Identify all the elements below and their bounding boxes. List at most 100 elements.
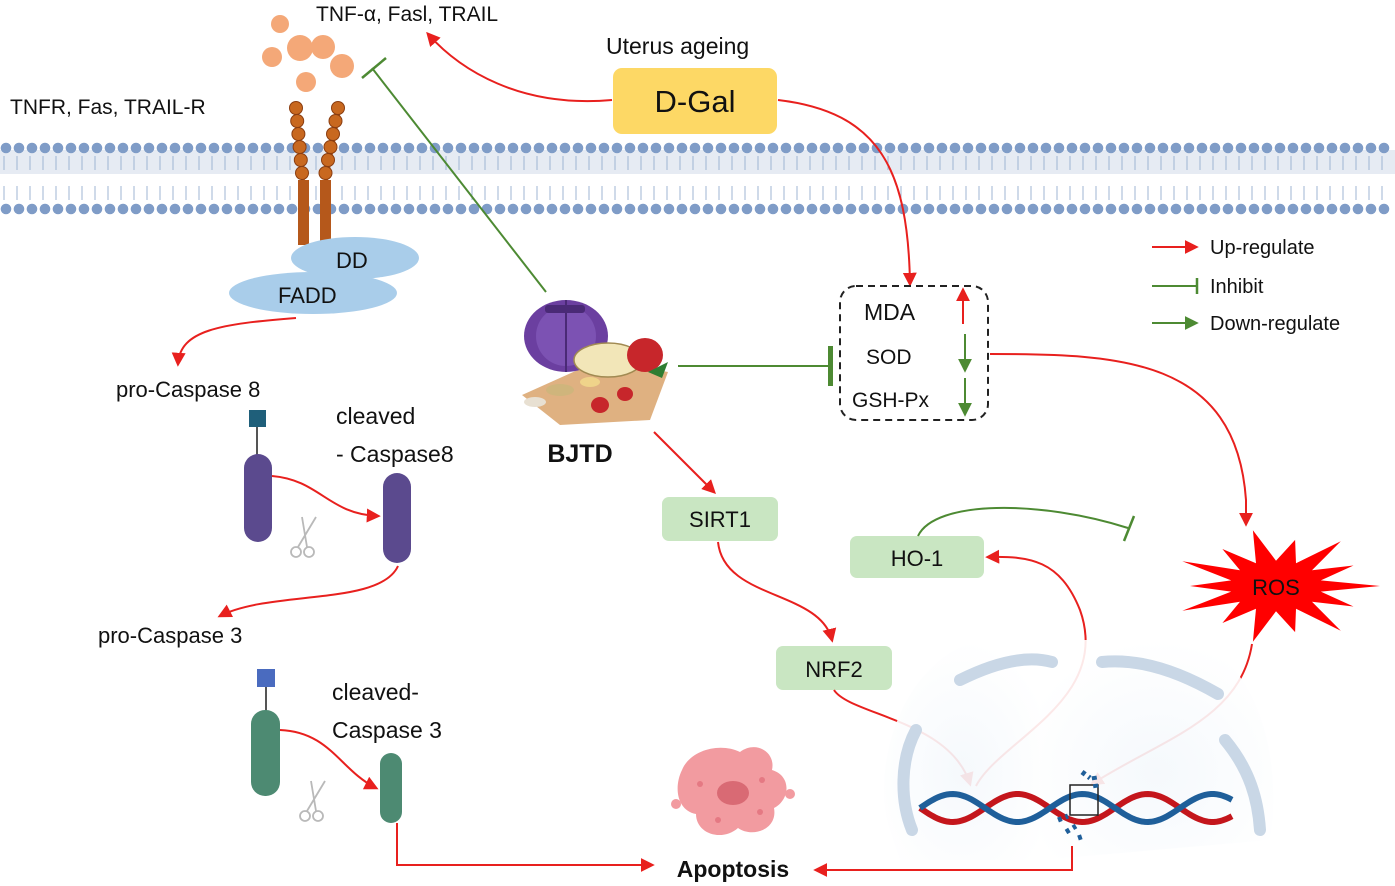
membrane-lipid-head — [728, 142, 740, 154]
membrane-lipid-head — [1378, 203, 1390, 215]
arrow-dgal-to-ligands — [426, 31, 613, 103]
nucleus-envelope-icon — [884, 640, 1274, 860]
membrane-lipid-head — [533, 203, 545, 215]
inhibit-bjtd-to-ligands — [371, 67, 547, 293]
membrane-lipid-head — [520, 203, 532, 215]
membrane-lipid-head — [1170, 203, 1182, 215]
dgal-box — [613, 68, 777, 134]
membrane-lipid-head — [403, 142, 415, 154]
herbal-medicine-icon — [522, 300, 668, 425]
nrf2-box — [776, 646, 892, 690]
pro-caspase3-icon — [251, 669, 280, 796]
membrane-lipid-head — [442, 142, 454, 154]
arrow-bjtd-to-sirt1 — [653, 431, 716, 494]
membrane-lipid-head — [533, 142, 545, 154]
membrane-lipid-head — [624, 142, 636, 154]
sod-label: SOD — [866, 346, 912, 369]
membrane-lipid-head — [702, 203, 714, 215]
dna-helix-icon — [918, 770, 1234, 841]
membrane-lipid-head — [1105, 203, 1117, 215]
membrane-lipid-head — [845, 203, 857, 215]
uterus-ageing-label: Uterus ageing — [606, 33, 749, 59]
ho1-box — [850, 536, 984, 578]
membrane-lipid-head — [117, 203, 129, 215]
membrane-lipid-head — [130, 203, 142, 215]
membrane-lipid-head — [221, 203, 233, 215]
membrane-lipid-head — [741, 203, 753, 215]
membrane-lipid-head — [208, 203, 220, 215]
mda-label: MDA — [864, 299, 916, 325]
membrane-lipid-head — [234, 142, 246, 154]
membrane-lipid-head — [962, 142, 974, 154]
cleaved-caspase3-label-1: cleaved- — [332, 679, 419, 705]
membrane-lipid-head — [663, 142, 675, 154]
receptors-label: TNFR, Fas, TRAIL-R — [10, 96, 206, 119]
membrane-lipid-head — [1105, 142, 1117, 154]
membrane-lipid-head — [1131, 203, 1143, 215]
membrane-lipid-head — [819, 203, 831, 215]
bjtd-label: BJTD — [547, 440, 612, 468]
membrane-lipid-head — [468, 203, 480, 215]
membrane-lipid-head — [234, 203, 246, 215]
membrane-lipid-head — [1118, 203, 1130, 215]
membrane-lipid-head — [364, 203, 376, 215]
arrow-dna-to-apoptosis — [813, 846, 1073, 877]
membrane-lipid-head — [780, 142, 792, 154]
legend: Up-regulate Inhibit Down-regulate — [1152, 237, 1340, 335]
membrane-lipid-head — [403, 203, 415, 215]
membrane-lipid-head — [221, 142, 233, 154]
apoptotic-cell-icon — [671, 747, 795, 836]
membrane-lipid-head — [273, 142, 285, 154]
membrane-lipid-head — [312, 142, 324, 154]
ros-starburst — [1182, 530, 1380, 642]
membrane-lipid-head — [975, 142, 987, 154]
membrane-lipid-head — [156, 142, 168, 154]
gshpx-label: GSH-Px — [852, 389, 930, 412]
membrane-lipid-head — [910, 203, 922, 215]
membrane-lipid-head — [351, 142, 363, 154]
membrane-lipid-head — [13, 142, 25, 154]
membrane-lipid-head — [104, 142, 116, 154]
membrane-lipid-head — [91, 142, 103, 154]
arrow-oxidative-to-ros — [989, 353, 1253, 527]
apoptosis-label: Apoptosis — [677, 856, 789, 882]
membrane-lipid-head — [13, 203, 25, 215]
membrane-lipid-head — [949, 203, 961, 215]
membrane-lipid-head — [611, 203, 623, 215]
membrane-lipid-head — [689, 142, 701, 154]
arrow-caspase8-to-procaspase3 — [217, 565, 399, 618]
membrane-lipid-head — [182, 203, 194, 215]
membrane-lipid-head — [481, 142, 493, 154]
membrane-lipid-head — [169, 142, 181, 154]
membrane-lipid-head — [494, 142, 506, 154]
dgal-label: D-Gal — [655, 84, 736, 119]
membrane-lipid-head — [520, 142, 532, 154]
pro-caspase8-icon — [244, 410, 272, 542]
membrane-lipid-head — [286, 203, 298, 215]
membrane-lipid-head — [806, 203, 818, 215]
cleaved-caspase3-icon — [380, 753, 402, 823]
membrane-lipid-head — [1235, 142, 1247, 154]
membrane-lipid-head — [1040, 142, 1052, 154]
membrane-lipid-head — [1261, 142, 1273, 154]
membrane-lipid-head — [390, 142, 402, 154]
membrane-lipid-head — [377, 142, 389, 154]
membrane-lipid-head — [1300, 142, 1312, 154]
legend-up-regulate: Up-regulate — [1210, 237, 1315, 259]
membrane-lipid-head — [585, 203, 597, 215]
membrane-lipid-head — [195, 203, 207, 215]
membrane-lipid-head — [702, 142, 714, 154]
membrane-lipid-head — [1001, 142, 1013, 154]
membrane-lipid-head — [923, 142, 935, 154]
scissors-icon — [299, 780, 326, 822]
membrane-lipid-head — [1014, 142, 1026, 154]
membrane-lipid-head — [1196, 203, 1208, 215]
membrane-lipid-head — [52, 203, 64, 215]
membrane-lipid-head — [117, 142, 129, 154]
ligand-particles — [262, 15, 354, 92]
membrane-lipid-head — [858, 142, 870, 154]
membrane-lipid-head — [143, 142, 155, 154]
membrane-lipid-head — [1001, 203, 1013, 215]
membrane-lipid-head — [1222, 142, 1234, 154]
membrane-lipid-head — [1144, 203, 1156, 215]
